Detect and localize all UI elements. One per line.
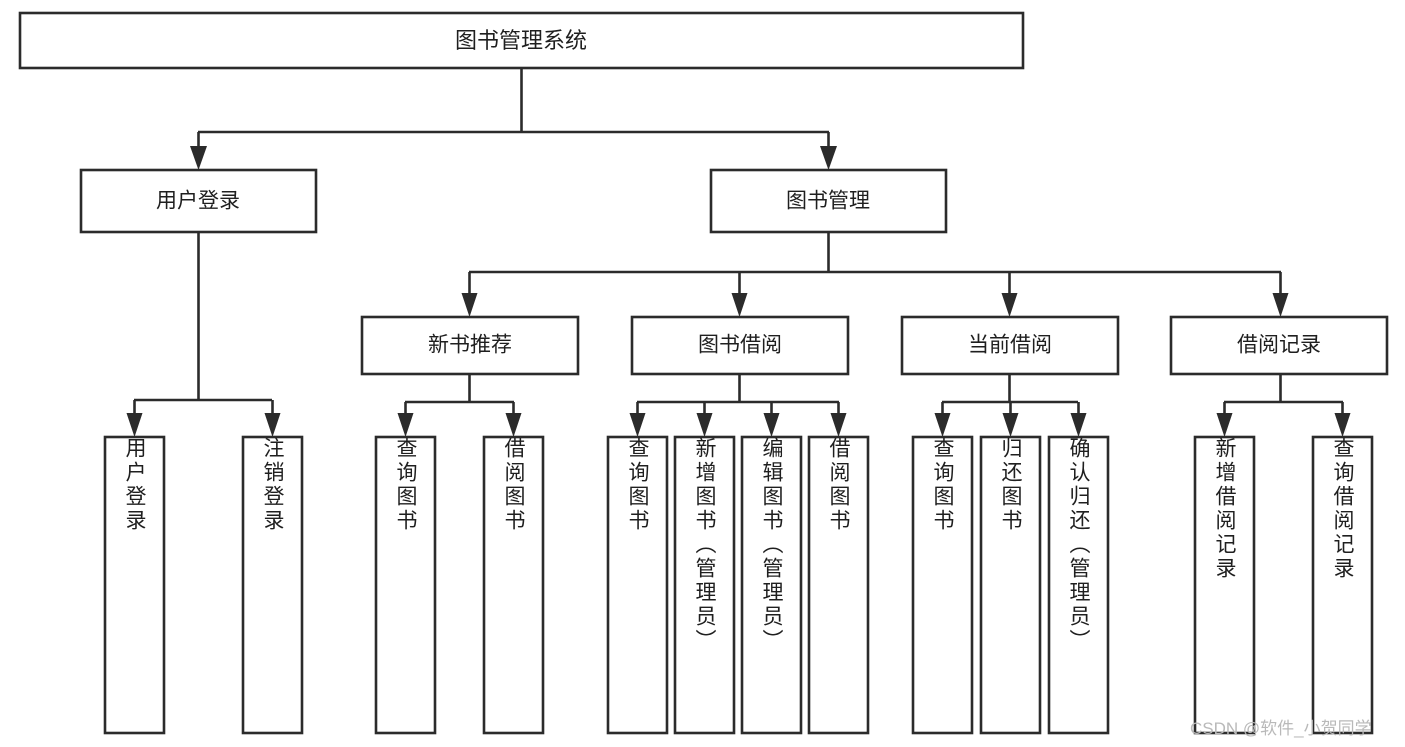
node-new-book-recommend-label: 新书推荐 — [428, 334, 512, 357]
arrowhead-l3-2 — [731, 293, 748, 317]
arrowhead-c1 — [934, 413, 951, 437]
node-user-login[interactable]: 用户登录 — [79, 168, 318, 234]
arrowhead-l3-1 — [461, 293, 478, 317]
arrowhead-r1 — [1216, 413, 1233, 437]
arrowhead-l3-3 — [1001, 293, 1018, 317]
node-book-manage[interactable]: 图书管理 — [709, 168, 948, 234]
connector-group-book-manage — [461, 232, 1289, 317]
node-new-book-recommend-box[interactable] — [360, 315, 580, 376]
node-root-label: 图书管理系统 — [455, 28, 587, 53]
watermark: CSDN @软件_小贺同学 — [1190, 719, 1372, 738]
node-leaf-new-book-2-box[interactable] — [482, 435, 545, 735]
arrowhead-b3 — [763, 413, 780, 437]
arrowhead-b2 — [696, 413, 713, 437]
node-borrow-record-label: 借阅记录 — [1237, 334, 1321, 357]
node-borrow-record-box[interactable] — [1169, 315, 1389, 376]
node-leaf-current-borrow-3-box[interactable] — [1047, 435, 1110, 735]
arrowhead-b1 — [629, 413, 646, 437]
arrowhead-n1 — [397, 413, 414, 437]
node-user-login-label: 用户登录 — [156, 190, 240, 213]
connector-group-current-borrow — [934, 374, 1087, 437]
node-root[interactable]: 图书管理系统 — [18, 11, 1025, 70]
node-leaf-borrow-record-2-box[interactable] — [1311, 435, 1374, 735]
node-borrow-record[interactable]: 借阅记录 — [1169, 315, 1389, 376]
node-book-borrow-box[interactable] — [630, 315, 850, 376]
node-book-borrow-label: 图书借阅 — [698, 334, 782, 357]
node-leaf-book-borrow-3-box[interactable] — [740, 435, 803, 735]
arrowhead-u1 — [126, 413, 143, 437]
arrowhead-b4 — [830, 413, 847, 437]
arrowhead-c3 — [1070, 413, 1087, 437]
arrowhead-n2 — [505, 413, 522, 437]
node-current-borrow[interactable]: 当前借阅 — [900, 315, 1120, 376]
arrowhead-u2 — [264, 413, 281, 437]
node-leaf-user-login-2-box[interactable] — [241, 435, 304, 735]
node-leaf-book-borrow-2-box[interactable] — [673, 435, 736, 735]
connector-group-user-login — [126, 232, 281, 437]
node-current-borrow-box[interactable] — [900, 315, 1120, 376]
connector-group-book-borrow — [629, 374, 847, 437]
arrowhead-book-manage — [820, 146, 837, 170]
node-leaf-new-book-1-box[interactable] — [374, 435, 437, 735]
arrowhead-r2 — [1334, 413, 1351, 437]
node-current-borrow-label: 当前借阅 — [968, 334, 1052, 357]
connector-group-root — [190, 68, 837, 170]
node-new-book-recommend[interactable]: 新书推荐 — [360, 315, 580, 376]
node-root-box[interactable] — [18, 11, 1025, 70]
node-book-borrow[interactable]: 图书借阅 — [630, 315, 850, 376]
node-leaf-borrow-record-1-box[interactable] — [1193, 435, 1256, 735]
connector-group-new-book — [397, 374, 522, 437]
node-leaf-book-borrow-1-box[interactable] — [606, 435, 669, 735]
node-leaf-current-borrow-2-box[interactable] — [979, 435, 1042, 735]
node-leaf-user-login-1-box[interactable] — [103, 435, 166, 735]
node-book-manage-box[interactable] — [709, 168, 948, 234]
node-book-manage-label: 图书管理 — [786, 190, 870, 213]
node-user-login-box[interactable] — [79, 168, 318, 234]
arrowhead-user-login — [190, 146, 207, 170]
arrowhead-l3-4 — [1272, 293, 1289, 317]
arrowhead-c2 — [1002, 413, 1019, 437]
connector-group-borrow-record — [1216, 374, 1351, 437]
node-leaf-current-borrow-1-box[interactable] — [911, 435, 974, 735]
node-leaf-book-borrow-4-box[interactable] — [807, 435, 870, 735]
